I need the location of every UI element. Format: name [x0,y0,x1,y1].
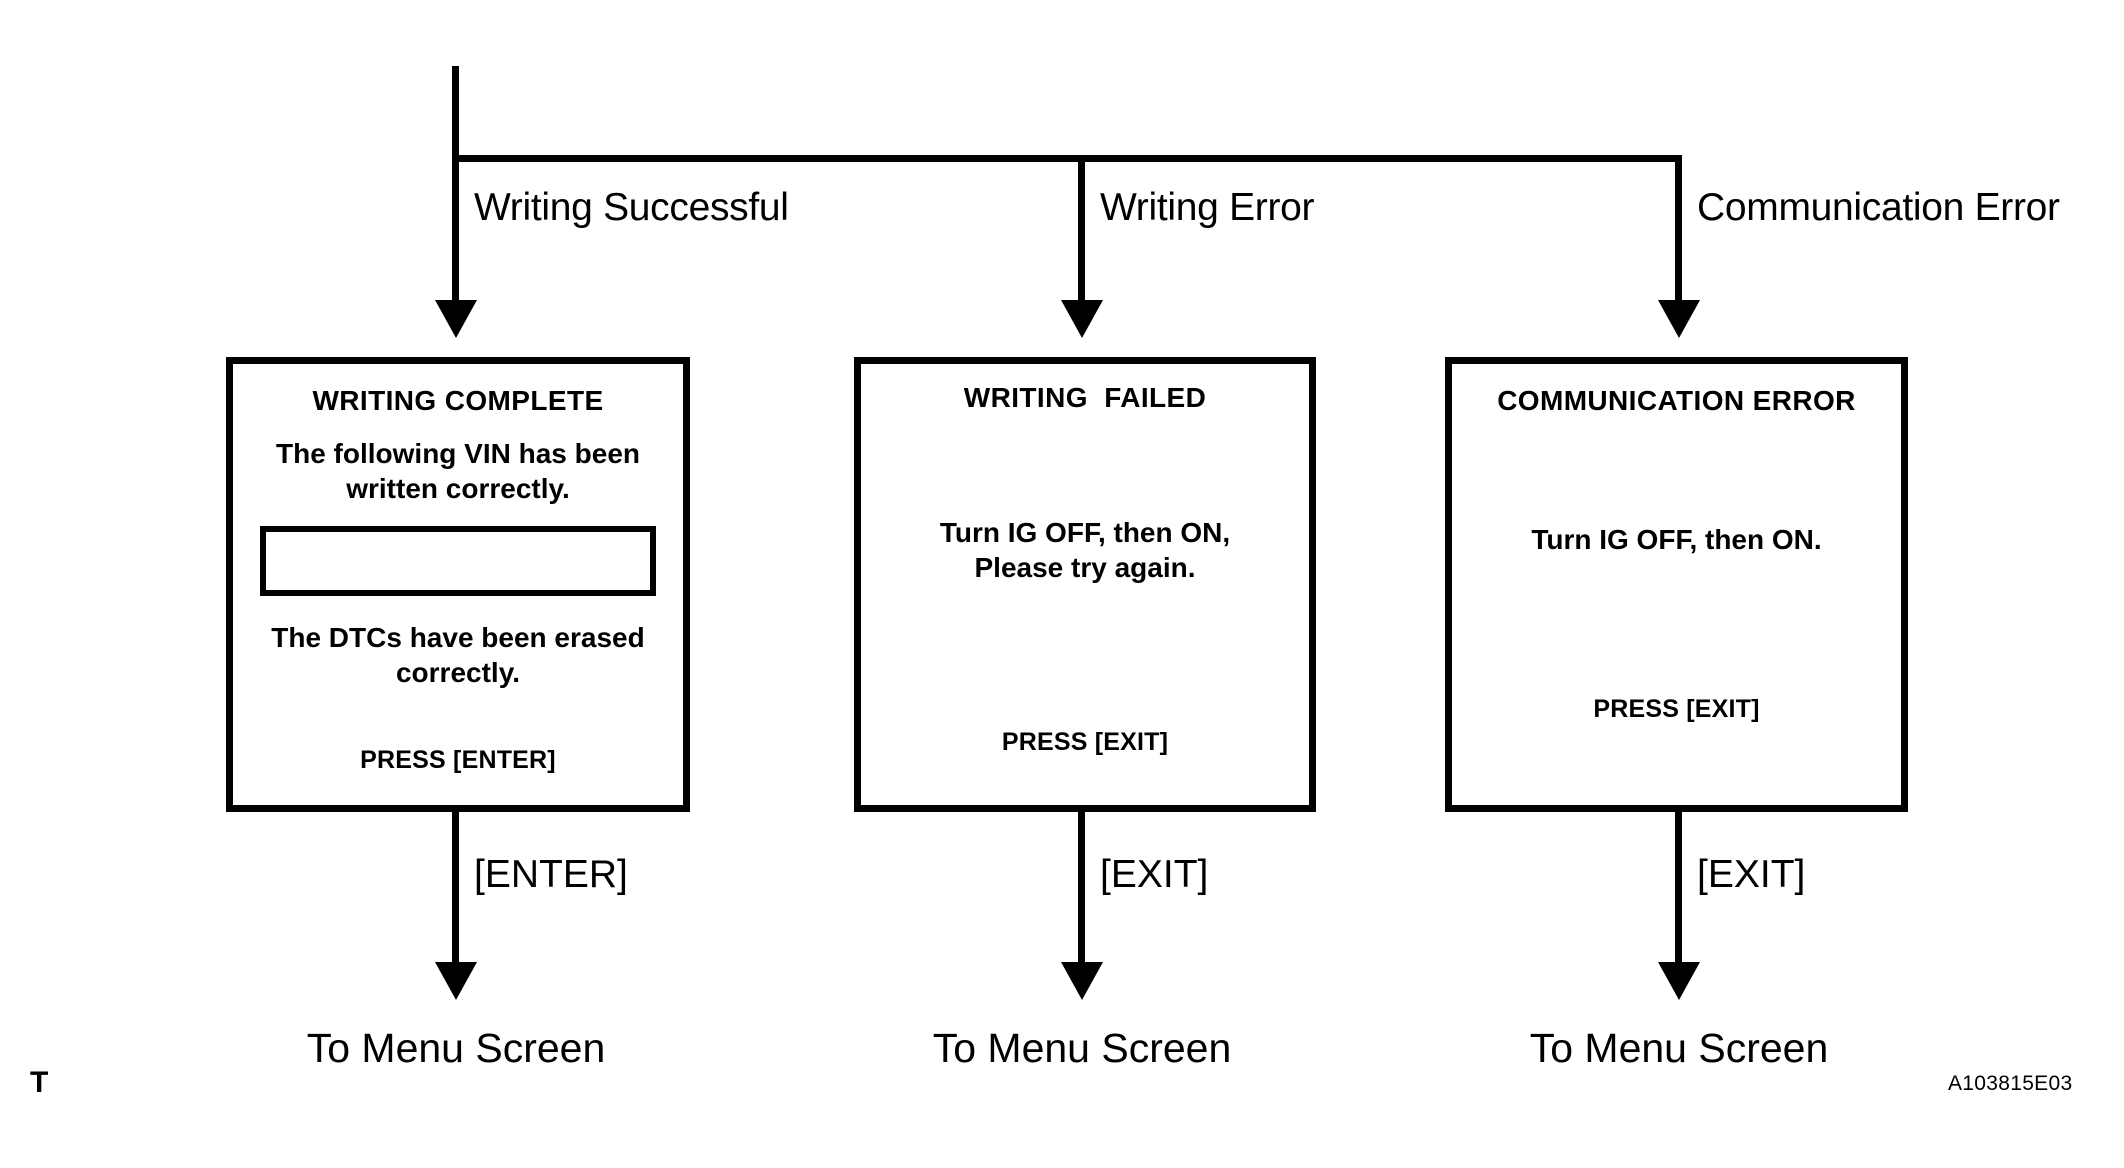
screen-title-communication-error: COMMUNICATION ERROR [1497,385,1856,416]
screen-body-ig-cycle-instruction: Turn IG OFF, then ON. [1531,523,1822,555]
key-label-exit-writing-failed: [EXIT] [1100,853,1209,896]
terminal-to-menu-screen-2: To Menu Screen [932,1025,1232,1071]
figure-reference-code: A103815E03 [1948,1072,2073,1095]
exit-3-arrowhead [1658,962,1700,1000]
terminal-to-menu-screen-1: To Menu Screen [306,1025,606,1071]
screen-body-retry-instruction: Turn IG OFF, then ON, Please try again. [939,516,1231,583]
exit-1-vertical-line [452,812,459,978]
screen-box-writing-complete: WRITING COMPLETE The following VIN has b… [226,357,690,812]
screen-body-vin-written: The following VIN has been written corre… [275,437,641,504]
screen-footer-press-enter: PRESS [ENTER] [360,745,556,774]
exit-2-vertical-line [1078,812,1085,978]
screen-box-communication-error: COMMUNICATION ERROR Turn IG OFF, then ON… [1445,357,1908,812]
terminal-to-menu-screen-3: To Menu Screen [1529,1025,1829,1071]
branch-3-arrowhead [1658,300,1700,338]
screen-title-writing-failed: WRITING FAILED [963,382,1207,413]
screen-body-dtcs-erased: The DTCs have been erased correctly. [271,621,645,688]
trunk-vertical-line [452,66,459,162]
screen-box-writing-failed: WRITING FAILED Turn IG OFF, then ON, Ple… [854,357,1316,812]
branch-3-vertical-line [1675,155,1682,303]
branch-1-vertical-line [452,155,459,303]
screen-footer-press-exit-communication-error: PRESS [EXIT] [1593,694,1760,723]
screen-title-writing-complete: WRITING COMPLETE [312,385,604,416]
branch-label-writing-successful: Writing Successful [474,186,789,229]
branch-2-arrowhead [1061,300,1103,338]
branch-bus-horizontal-line [452,155,1682,162]
vin-value-field[interactable] [260,525,656,596]
branch-1-arrowhead [435,300,477,338]
exit-1-arrowhead [435,962,477,1000]
exit-3-vertical-line [1675,812,1682,978]
branch-label-writing-error: Writing Error [1100,186,1315,229]
key-label-exit-communication-error: [EXIT] [1697,853,1806,896]
branch-2-vertical-line [1078,155,1085,303]
exit-2-arrowhead [1061,962,1103,1000]
screen-footer-press-exit-writing-failed: PRESS [EXIT] [1001,727,1169,756]
page-corner-mark: T [30,1066,49,1099]
branch-label-communication-error: Communication Error [1697,186,2060,229]
key-label-enter: [ENTER] [474,853,628,896]
